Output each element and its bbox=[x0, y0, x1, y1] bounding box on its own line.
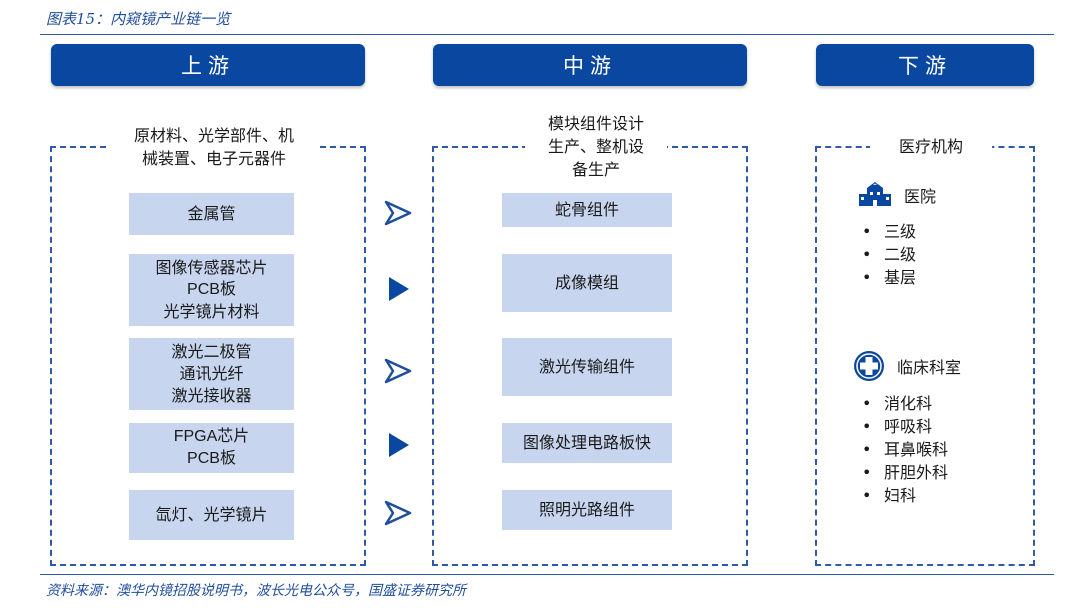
list-item: 消化科 bbox=[862, 392, 948, 415]
list-item: 二级 bbox=[862, 243, 916, 266]
list-item: 三级 bbox=[862, 220, 916, 243]
upstream-item-line: 通讯光纤 bbox=[179, 364, 244, 383]
downstream-caption: 医疗机构 bbox=[870, 135, 992, 158]
list-item: 妇科 bbox=[862, 484, 948, 507]
upstream-caption: 原材料、光学部件、机 械装置、电子元器件 bbox=[108, 124, 320, 170]
list-item: 基层 bbox=[862, 266, 916, 289]
upstream-item-line: FPGA芯片 bbox=[173, 428, 250, 445]
upstream-item-xenon-lamp: 氙灯、光学镜片 bbox=[129, 490, 294, 540]
upstream-item-line: 光学镜片材料 bbox=[163, 302, 260, 321]
department-group-title: 临床科室 bbox=[897, 358, 962, 377]
top-rule bbox=[40, 34, 1054, 35]
midstream-item-illumination-optics: 照明光路组件 bbox=[502, 490, 672, 530]
bottom-rule bbox=[40, 574, 1054, 575]
upstream-item-line: 氙灯、光学镜片 bbox=[155, 505, 268, 524]
medical-cross-icon bbox=[854, 351, 884, 381]
midstream-item-imaging-module: 成像模组 bbox=[502, 254, 672, 312]
outline-arrow-icon bbox=[384, 200, 412, 226]
solid-arrow-icon bbox=[389, 277, 409, 301]
department-list: 消化科 呼吸科 耳鼻喉科 肝胆外科 妇科 bbox=[862, 392, 948, 507]
midstream-header: 中游 bbox=[433, 44, 747, 86]
midstream-item-laser-transmission: 激光传输组件 bbox=[502, 338, 672, 396]
upstream-caption-line: 原材料、光学部件、机 bbox=[133, 126, 294, 145]
outline-arrow-icon bbox=[384, 358, 412, 384]
upstream-item-imaging-materials: 图像传感器芯片 PCB板 光学镜片材料 bbox=[129, 254, 294, 326]
upstream-item-line: 图像传感器芯片 bbox=[155, 258, 268, 277]
hospital-group-heading: 医院 bbox=[858, 182, 936, 208]
list-item: 呼吸科 bbox=[862, 415, 948, 438]
upstream-item-line: 激光接收器 bbox=[171, 386, 252, 405]
upstream-item-fpga: FPGA芯片 PCB板 bbox=[129, 423, 294, 473]
upstream-item-line: PCB板 bbox=[187, 281, 236, 298]
midstream-item-bending-section: 蛇骨组件 bbox=[502, 193, 672, 227]
upstream-item-line: 金属管 bbox=[187, 204, 236, 223]
midstream-item-image-processing-board: 图像处理电路板快 bbox=[502, 423, 672, 463]
outline-arrow-icon bbox=[384, 500, 412, 526]
upstream-header: 上游 bbox=[51, 44, 365, 86]
hospital-group-title: 医院 bbox=[904, 187, 937, 206]
upstream-item-line: 激光二极管 bbox=[171, 342, 252, 361]
upstream-item-metal-tube: 金属管 bbox=[129, 193, 294, 235]
midstream-caption: 模块组件设计 生产、整机设 备生产 bbox=[525, 112, 667, 181]
upstream-item-laser-parts: 激光二极管 通讯光纤 激光接收器 bbox=[129, 338, 294, 410]
hospital-levels-list: 三级 二级 基层 bbox=[862, 220, 916, 289]
upstream-item-line: PCB板 bbox=[187, 450, 236, 467]
list-item: 耳鼻喉科 bbox=[862, 438, 948, 461]
downstream-header: 下游 bbox=[816, 44, 1034, 86]
solid-arrow-icon bbox=[389, 433, 409, 457]
figure-title: 图表15：内窥镜产业链一览 bbox=[46, 10, 231, 28]
hospital-icon bbox=[859, 182, 891, 206]
list-item: 肝胆外科 bbox=[862, 461, 948, 484]
midstream-caption-line: 生产、整机设 bbox=[547, 137, 644, 156]
midstream-caption-line: 备生产 bbox=[571, 160, 620, 179]
midstream-caption-line: 模块组件设计 bbox=[547, 114, 644, 133]
upstream-caption-line: 械装置、电子元器件 bbox=[141, 149, 286, 168]
department-group-heading: 临床科室 bbox=[853, 350, 961, 382]
source-note: 资料来源：澳华内镜招股说明书，波长光电公众号，国盛证券研究所 bbox=[46, 583, 466, 599]
